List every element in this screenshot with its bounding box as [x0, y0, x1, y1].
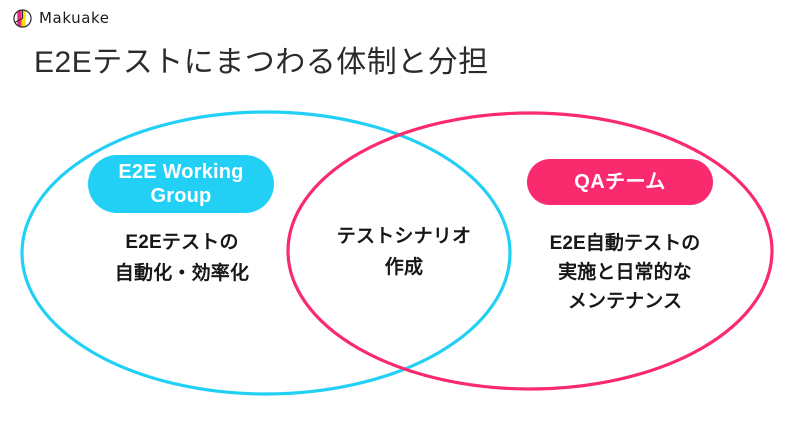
makuake-circle-logo-icon: [13, 8, 32, 28]
left-zone-text: E2Eテストの 自動化・効率化: [114, 232, 250, 284]
badge-qa-team[interactable]: QAチーム: [527, 159, 713, 205]
badge-e2e-working-group[interactable]: E2E Working Group: [88, 155, 274, 213]
page-title: E2Eテストにまつわる体制と分担: [34, 46, 489, 79]
overlap-zone-text: テストシナリオ 作成: [336, 226, 472, 278]
brand-header: Makuake: [13, 6, 110, 30]
venn-left-ellipse: [20, 110, 512, 396]
brand-name: Makuake: [39, 8, 110, 27]
right-zone-text: E2E自動テストの 実施と日常的な メンテナンス: [549, 233, 701, 312]
venn-right-ellipse: [286, 111, 774, 391]
